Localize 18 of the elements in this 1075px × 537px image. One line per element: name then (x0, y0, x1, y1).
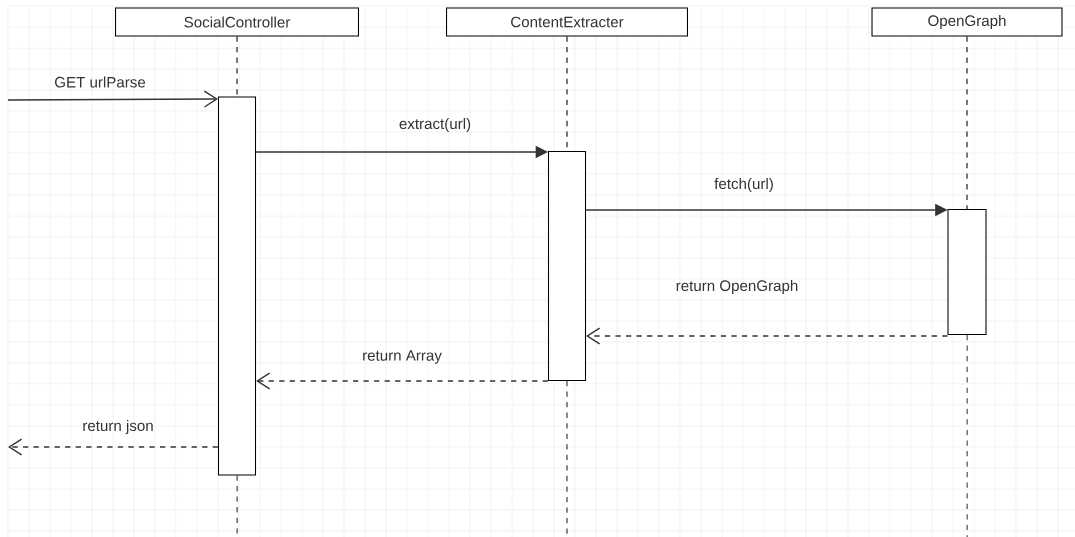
lifeline (236, 36, 238, 98)
activation-bar (947, 209, 987, 335)
lifeline-header-box: SocialController (115, 7, 359, 37)
lifeline (966, 36, 968, 210)
activation-bar (548, 151, 587, 381)
edge-label: return OpenGraph (676, 279, 798, 295)
activation-bar (218, 96, 257, 476)
message-arrow (586, 327, 949, 345)
message-arrow (7, 90, 218, 108)
edge-label: extract(url) (399, 117, 471, 132)
edge-label: return Array (363, 350, 442, 364)
message-arrow (8, 438, 219, 456)
message-arrow (256, 372, 549, 390)
lifeline-header-box: ContentExtracter (446, 7, 688, 37)
edge-label: fetch(url) (714, 177, 773, 192)
lifeline-header-box: OpenGraph (871, 7, 1063, 37)
edge-label: return json (83, 419, 153, 435)
edge-label: GET urlParse (55, 76, 146, 88)
